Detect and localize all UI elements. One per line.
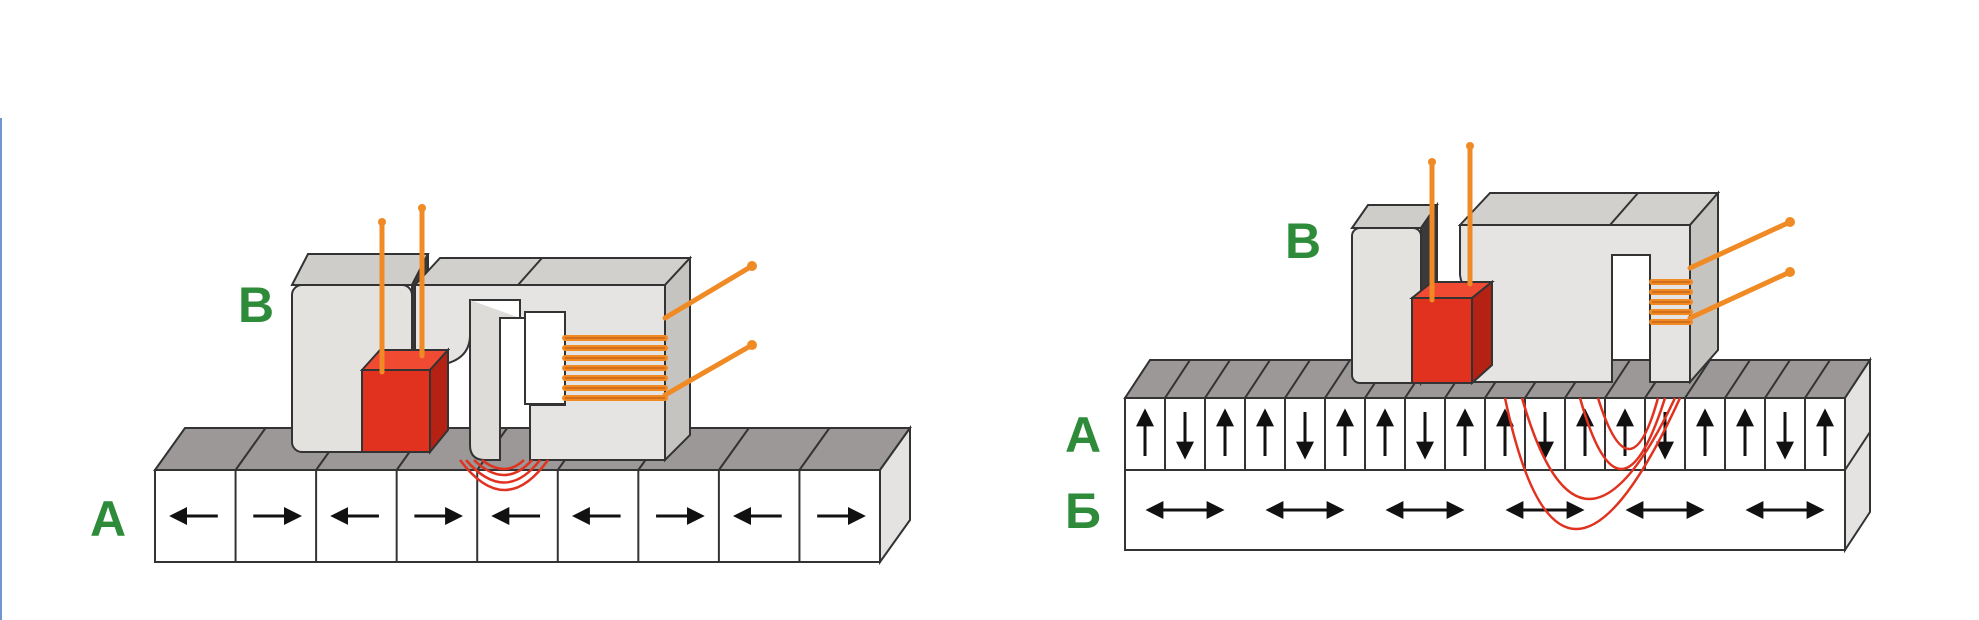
right-label-a: А [1065,407,1101,463]
right-domain-top-divider [1684,359,1711,399]
right-red-head [1409,279,1495,386]
right-domain-top-divider [1764,359,1791,399]
right-domain-top-divider [1204,359,1231,399]
right-wires [1429,143,1793,321]
right-label-b-under: Б [1065,483,1101,539]
right-diagram: А Б В [1065,142,1872,554]
right-domain-top-divider [1324,359,1351,399]
right-domain-top-divider [1244,359,1271,399]
left-field-lines [459,459,550,492]
right-domain-arrows [1136,408,1834,460]
page-left-rule [0,118,2,620]
left-domain-top-divider [798,427,831,471]
right-label-b: В [1285,213,1321,269]
left-label-a: А [90,491,126,547]
right-medium [1123,356,1872,554]
left-domain-top-divider [718,427,750,471]
left-red-head [359,347,451,455]
left-diagram: А В [90,204,912,566]
right-domain-top-divider [1724,359,1751,399]
right-field-lines [1503,397,1682,530]
left-coil [562,335,668,401]
left-label-b: В [238,277,274,333]
left-wires [379,205,755,398]
right-domain-top-divider [1284,359,1311,399]
right-c-core [1457,190,1721,385]
left-domain-top-divider [234,427,267,471]
right-domain-top-divider [1164,359,1191,399]
right-coil [1649,279,1693,325]
right-domain-top-divider [1604,359,1631,399]
right-domain-top-divider [1804,359,1831,399]
